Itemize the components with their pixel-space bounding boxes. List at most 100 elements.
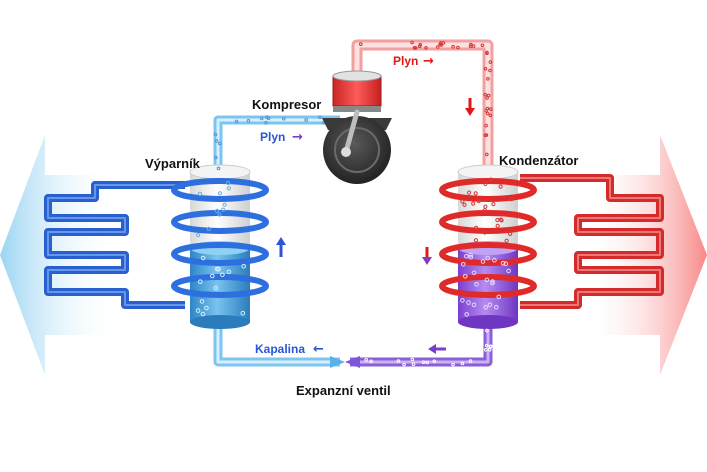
bubble [496, 294, 502, 300]
evaporator-helix [171, 178, 269, 298]
bubble [217, 191, 222, 196]
bubble [226, 186, 231, 191]
bubble [411, 362, 416, 367]
bubble [485, 152, 489, 157]
bubble [221, 207, 226, 212]
bubble [480, 259, 486, 264]
bubble [460, 361, 465, 366]
bubble [490, 280, 495, 286]
bubble [456, 45, 460, 50]
liquid-label: Kapalina [255, 342, 306, 356]
arrow-right-icon: → [292, 130, 303, 145]
bubble [468, 359, 473, 363]
arrow-down-icon [465, 98, 475, 116]
bubble [197, 191, 203, 196]
bubble [436, 45, 440, 49]
bubble [485, 255, 491, 261]
bubble [461, 262, 466, 267]
bubble [421, 360, 426, 365]
arrow-left-icon: ← [313, 342, 324, 357]
bubble [451, 362, 455, 367]
bubble [467, 190, 472, 195]
bubble [402, 362, 406, 367]
bubble [214, 208, 220, 213]
bubble [410, 40, 414, 45]
bubble [318, 115, 322, 119]
bubble [473, 191, 478, 196]
bubble [195, 308, 201, 313]
compressor-label: Kompresor [252, 97, 322, 112]
bubble [281, 116, 286, 121]
bubble [424, 46, 428, 50]
bubble [488, 113, 493, 118]
gas-label-left: Plyn [260, 130, 286, 144]
bubble [218, 141, 222, 146]
condenser-helix [439, 178, 537, 298]
bubble [489, 107, 493, 111]
bubble [259, 116, 264, 121]
bubble [500, 260, 506, 266]
bubble [484, 348, 488, 352]
bubble [487, 348, 492, 352]
bubble [425, 360, 430, 365]
bubble [490, 279, 495, 284]
bubble [473, 238, 478, 243]
bubble [469, 42, 473, 47]
bubble [483, 92, 488, 97]
bubble [464, 253, 469, 259]
bubble [418, 42, 423, 47]
bubble [486, 93, 491, 98]
bubble [484, 277, 490, 283]
bubble [213, 132, 218, 137]
bubble [483, 305, 489, 310]
bubble [483, 204, 488, 209]
bubble [474, 225, 479, 230]
bubble [264, 120, 268, 125]
bubble [460, 298, 465, 303]
bubble [468, 254, 474, 260]
bubble [304, 118, 309, 122]
bubble [396, 359, 401, 363]
bubble [364, 358, 369, 362]
bubble [506, 268, 511, 274]
bubble [214, 139, 219, 143]
bubble [226, 269, 232, 275]
bubble [464, 312, 470, 317]
bubble [503, 261, 509, 267]
bubble [463, 274, 468, 279]
bubble [210, 273, 215, 279]
bubble [200, 311, 206, 317]
compressor-symbol [322, 70, 392, 184]
bubble [485, 111, 490, 116]
bubble [486, 77, 490, 81]
bubble [214, 155, 218, 160]
bubble [466, 300, 471, 305]
expansion-valve-label: Expanzní ventil [296, 383, 391, 398]
bubble [483, 133, 488, 138]
bubble [468, 44, 473, 49]
arrow-up-icon [276, 237, 286, 257]
condenser-label: Kondenzátor [499, 153, 579, 168]
bubble [509, 197, 514, 202]
bubble [196, 233, 201, 238]
bubble [488, 68, 492, 73]
bubble [241, 264, 246, 269]
bubble [485, 51, 489, 56]
bubble [468, 252, 473, 258]
bubble [485, 328, 489, 333]
bubble [216, 166, 221, 171]
bubble [359, 42, 363, 47]
bubble [488, 177, 493, 182]
bubble [484, 123, 488, 128]
bubble [494, 304, 499, 310]
bubble [491, 202, 496, 207]
bubble [246, 119, 251, 123]
bubble [441, 41, 446, 45]
bubble [432, 359, 437, 364]
arrow-left-purple-icon [428, 344, 446, 354]
bubble [240, 310, 246, 316]
bubble [471, 302, 477, 308]
bubble [204, 305, 209, 311]
gas-pipe-low-pressure [213, 115, 340, 172]
